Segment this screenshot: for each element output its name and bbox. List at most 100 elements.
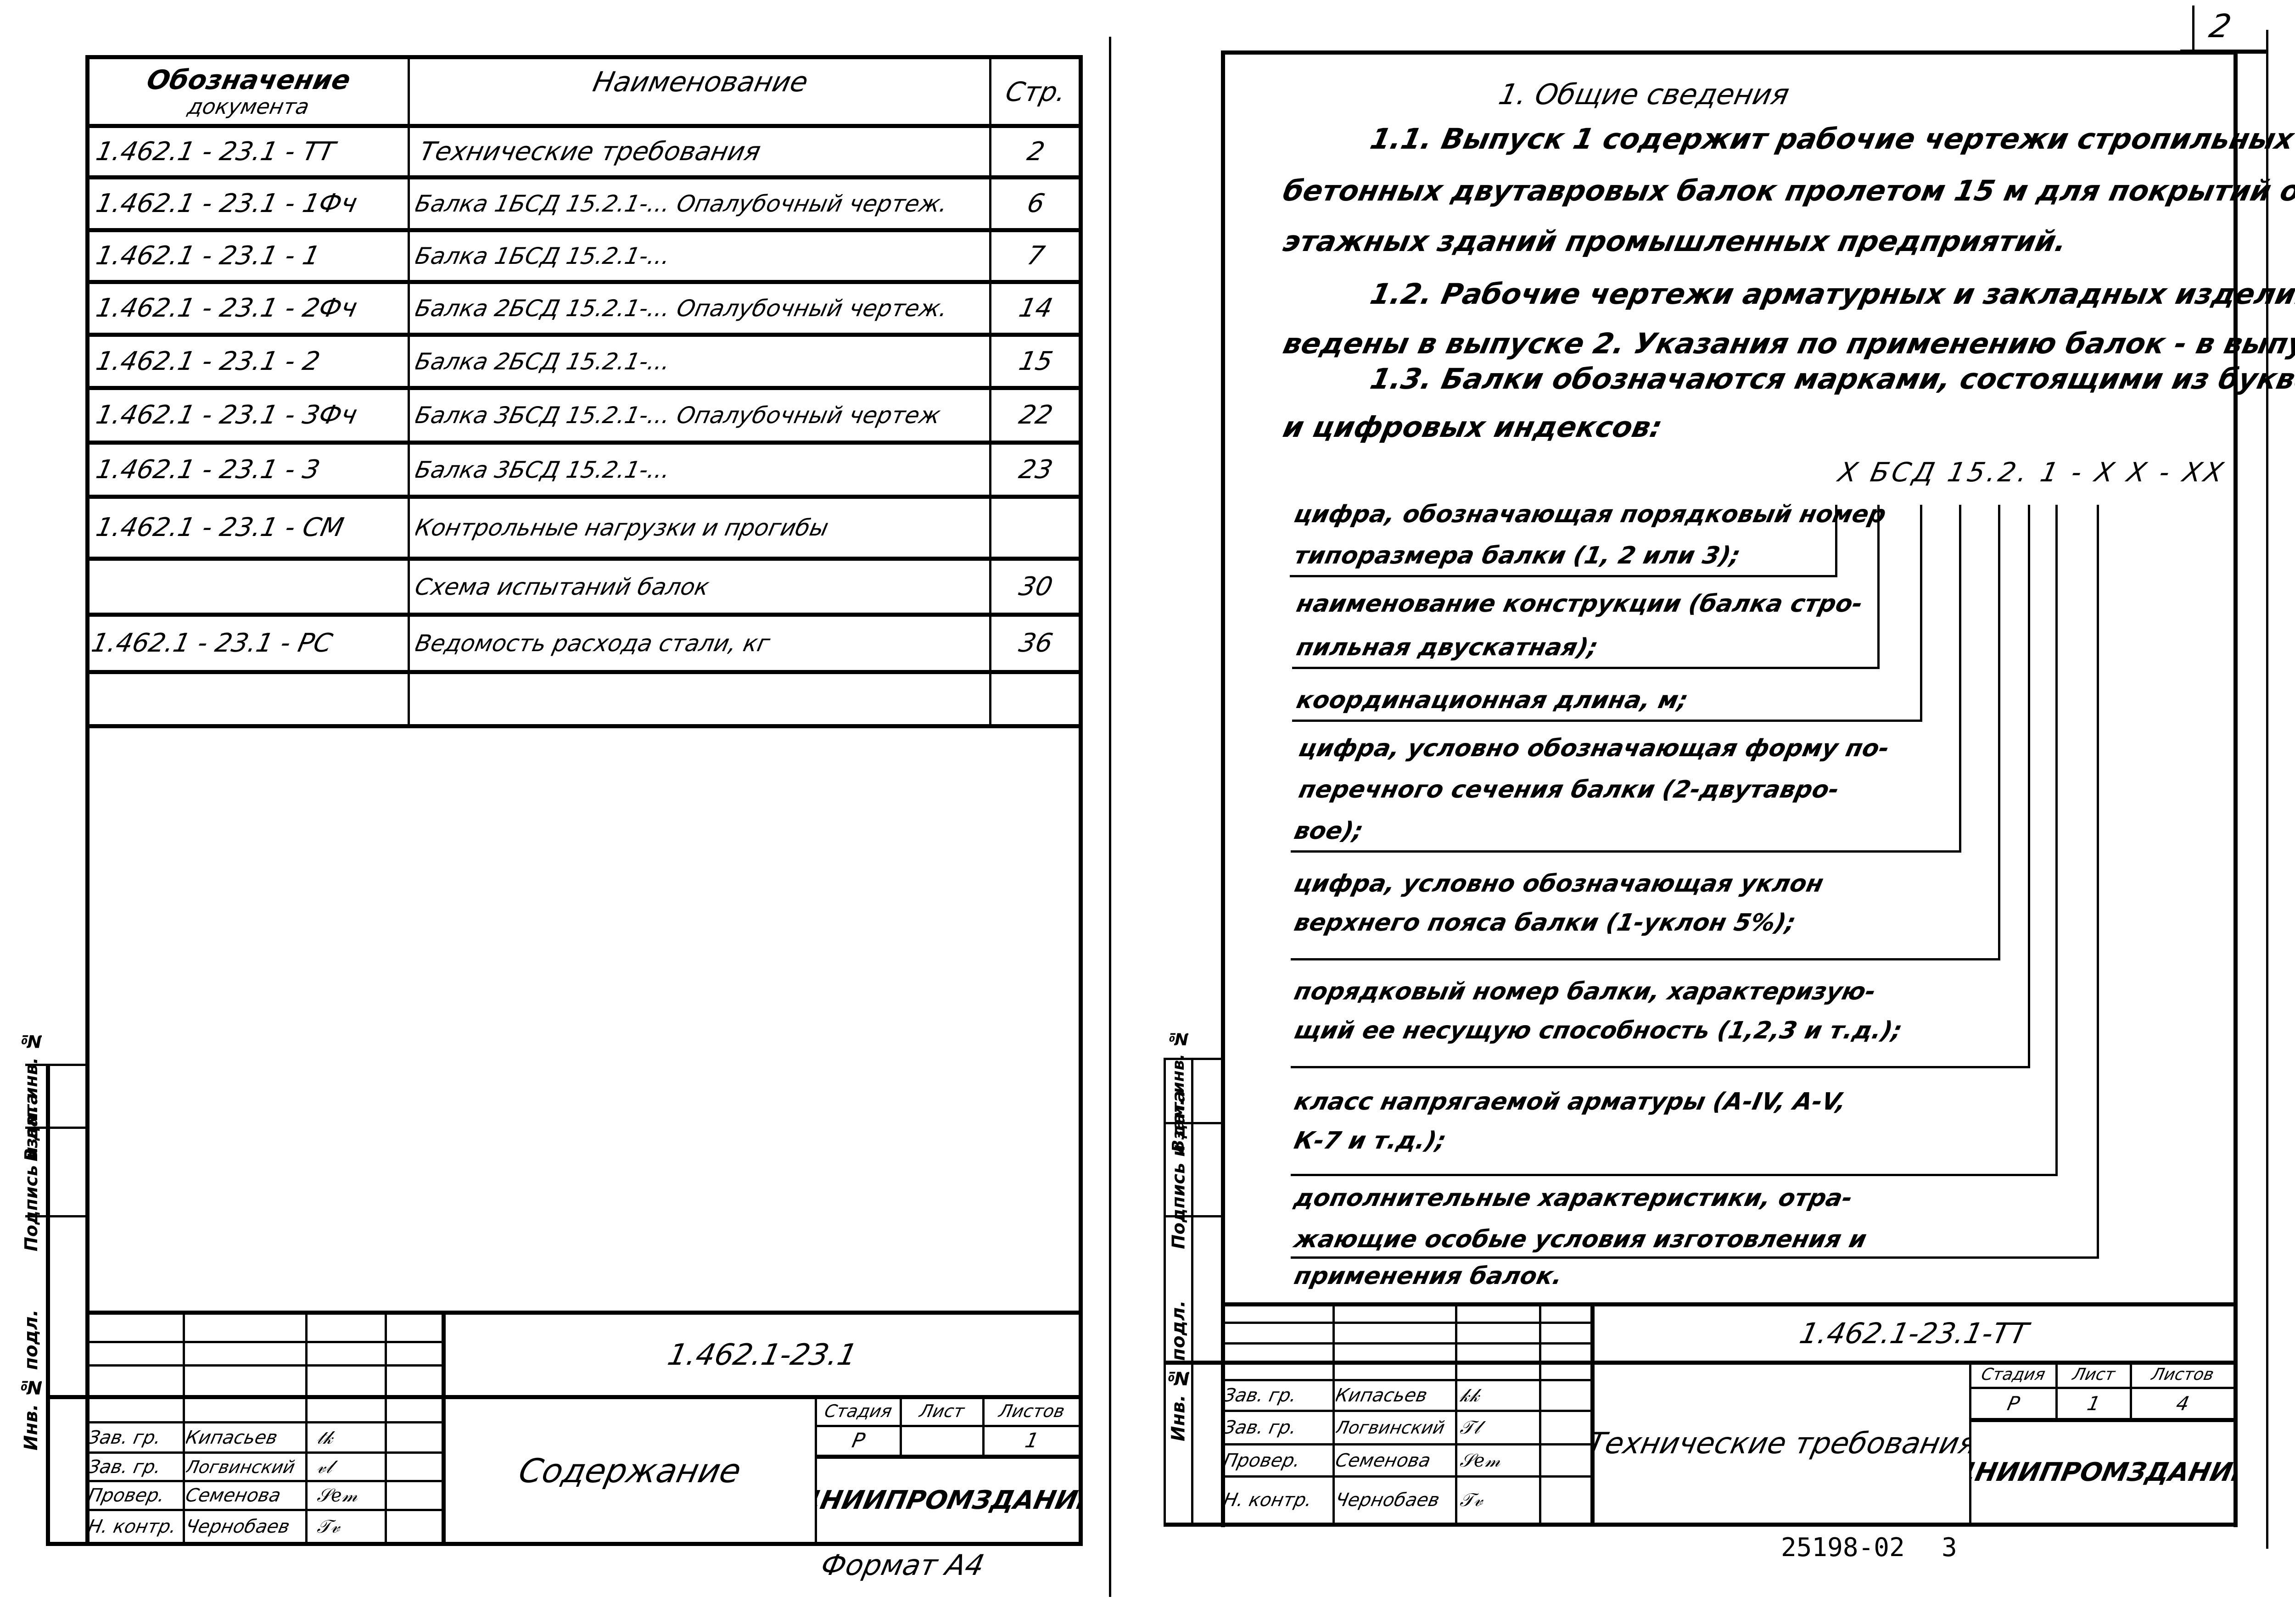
mark-item-6-line-1: порядковый номер балки, характеризую-	[1292, 978, 1879, 1005]
sheets-label: Листов	[2149, 1365, 2216, 1384]
signature-mark: 𝓀𝓀	[1460, 1385, 1479, 1406]
left-frame-top-border	[85, 55, 1083, 59]
table-cell-name: Контрольные нагрузки и прогибы	[415, 514, 831, 541]
title-block-grid-line	[1969, 1387, 2238, 1389]
title-block-col	[183, 1311, 185, 1545]
signature-role: Н. контр.	[88, 1516, 179, 1537]
leader-underline-6	[1291, 1066, 2030, 1068]
organization-name: ЦНИИПРОМЗДАНИЙ	[817, 1485, 1079, 1515]
mark-item-1-line-1: цифра, обозначающая порядковый номер	[1292, 501, 1889, 528]
title-block-grid-line	[85, 1509, 446, 1511]
table-cell-designation: 1.462.1 - 23.1 - 3Фч	[96, 400, 360, 430]
leader-underline-1	[1290, 575, 1837, 577]
table-row-line	[85, 175, 1083, 179]
table-row-line	[85, 280, 1083, 284]
side-label-signature-date: Подпись и дата	[21, 1093, 41, 1251]
side-strip-line	[25, 1215, 87, 1217]
page-number: 2	[2206, 7, 2235, 45]
title-block-col	[982, 1395, 985, 1455]
table-header-divider	[85, 124, 1083, 128]
table-cell-name: Балка 1БСД 15.2.1-... Опалубочный чертеж…	[415, 190, 951, 217]
table-cell-designation	[96, 561, 408, 613]
side-label-signature-date: Подпись и дата	[1168, 1090, 1189, 1249]
title-block-col	[442, 1311, 446, 1545]
mark-item-5-line-1: цифра, условно обозначающая уклон	[1292, 870, 1826, 898]
table-cell-page: 15	[1016, 346, 1056, 376]
title-block-grid-line	[1221, 1342, 1593, 1345]
title-block-col	[385, 1311, 387, 1545]
mark-item-4-line-3: вое);	[1292, 817, 1366, 845]
title-block-grid-line	[1221, 1410, 1593, 1412]
right-frame-top-border	[1221, 50, 2238, 55]
title-block-col	[1590, 1302, 1595, 1525]
footer-number: 3	[1942, 1533, 1957, 1563]
mark-item-3-line-1: координационная длина, м;	[1294, 686, 1691, 714]
table-cell-name: Ведомость расхода стали, кг	[415, 630, 772, 657]
leader-underline-5	[1291, 958, 2000, 960]
mark-item-6-line-2: щий ее несущую способность (1,2,3 и т.д.…	[1292, 1017, 1905, 1044]
stage-label: Стадия	[1980, 1365, 2048, 1384]
table-row-line	[85, 495, 1083, 499]
title-block-top	[1221, 1302, 2238, 1306]
sheet-title: Технические требования	[1595, 1427, 1969, 1461]
table-cell-page: 23	[1016, 454, 1056, 485]
leader-underline-8	[1291, 1256, 2099, 1259]
paragraph-2-line-1: 1.2. Рабочие чертежи арматурных и заклад…	[1367, 277, 2295, 311]
leader-underline-2	[1292, 667, 1880, 669]
sheet-value: 1	[2085, 1392, 2103, 1415]
header-name: Наименование	[590, 66, 811, 98]
mark-item-2-line-1: наименование конструкции (балка стро-	[1294, 590, 1865, 618]
page-number-box-left	[2192, 6, 2194, 52]
table-row-line	[85, 557, 1083, 561]
paragraph-1-line-3: этажных зданий промышленных предприятий.	[1280, 224, 2070, 258]
title-block-col	[900, 1395, 902, 1455]
title-block-grid-line	[85, 1421, 446, 1423]
table-col-divider-2	[989, 55, 991, 725]
mark-item-7-line-2: К-7 и т.д.);	[1292, 1127, 1449, 1155]
mark-item-1-line-2: типоразмера балки (1, 2 или 3);	[1292, 542, 1743, 569]
title-block-grid-line	[85, 1364, 446, 1367]
table-col-divider-1	[408, 55, 410, 725]
title-block-grid-line	[1221, 1475, 1593, 1478]
mark-item-5-line-2: верхнего пояса балки (1-уклон 5%);	[1292, 909, 1798, 937]
signature-role: Провер.	[88, 1485, 167, 1506]
mark-code: Х БСД 15.2. 1 - Х Х - ХХ	[1835, 457, 2229, 488]
side-strip-line	[25, 1127, 87, 1129]
paragraph-1-line-2: бетонных двутавровых балок пролетом 15 м…	[1280, 174, 2295, 207]
side-strip-divider	[46, 1064, 50, 1546]
leader-line-6	[2028, 505, 2030, 1067]
paragraph-3-line-1: 1.3. Балки обозначаются марками, состоящ…	[1367, 362, 2295, 396]
mark-item-8-line-2: жающие особые условия изготовления и	[1292, 1226, 1869, 1253]
title-block-grid-line	[1221, 1379, 1593, 1381]
leader-line-3	[1920, 505, 1922, 720]
mark-item-2-line-2: пильная двускатная);	[1294, 634, 1601, 661]
stage-label: Стадия	[823, 1401, 894, 1421]
leader-line-2	[1877, 505, 1880, 668]
header-designation: Обозначение документа	[90, 59, 408, 124]
signature-role: Зав. гр.	[88, 1427, 163, 1448]
right-frame-bottom-border	[1164, 1523, 2238, 1527]
stage-value: Р	[2005, 1392, 2022, 1415]
title-block-grid-line	[1221, 1443, 1593, 1445]
mark-item-8-line-1: дополнительные характеристики, отра-	[1292, 1184, 1855, 1212]
leader-line-1	[1835, 505, 1837, 576]
title-block-grid-line	[85, 1341, 446, 1343]
signature-name: Семенова	[1336, 1450, 1433, 1471]
title-block-col	[1539, 1302, 1541, 1525]
signature-mark: 𝒯𝓋	[1460, 1490, 1483, 1511]
table-cell-page: 7	[1024, 241, 1047, 271]
organization-name: ЦНИИПРОМЗДАНИЙ	[1971, 1457, 2233, 1487]
table-cell-designation: 1.462.1 - 23.1 - 1	[96, 241, 323, 271]
leader-line-8	[2097, 505, 2099, 1257]
side-strip-outer	[1164, 1058, 1166, 1526]
mark-item-7-line-1: класс напрягаемой арматуры (А-IV, А-V,	[1292, 1088, 1849, 1116]
footer-code: 25198-02	[1781, 1533, 1905, 1563]
table-cell-page: 6	[1024, 189, 1047, 218]
table-cell-page: 30	[1016, 571, 1056, 602]
header-designation-line1: Обозначение	[144, 64, 353, 95]
title-block-top	[85, 1311, 1083, 1315]
title-block-grid-line	[1221, 1322, 1593, 1324]
header-designation-line2: документа	[185, 94, 312, 119]
signature-name: Кипасьев	[1336, 1385, 1429, 1406]
title-block-grid-line	[85, 1480, 446, 1482]
